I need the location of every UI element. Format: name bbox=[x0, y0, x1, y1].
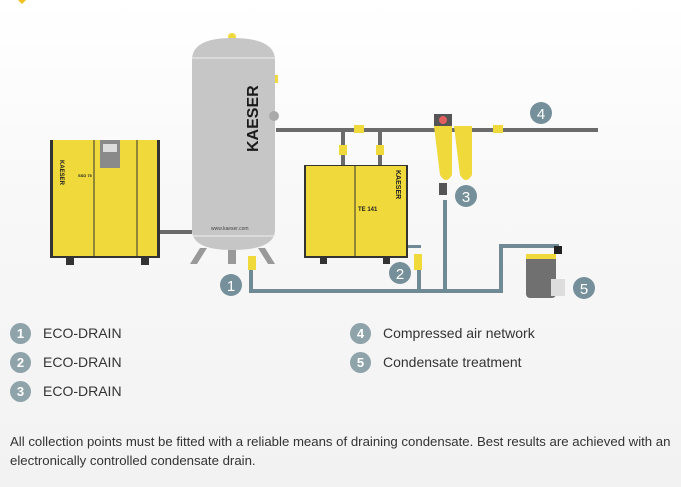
svg-text:3: 3 bbox=[462, 189, 470, 206]
marker-3: 3 bbox=[455, 185, 477, 207]
compressed-air-system-diagram: KAESER SSD 75 KAESER www.kaeser.com TE 1… bbox=[18, 0, 598, 299]
legend-item: 1 ECO-DRAIN bbox=[10, 322, 122, 344]
compressor-model: SSD 75 bbox=[78, 173, 93, 178]
condensate-treatment-unit bbox=[526, 246, 565, 298]
legend-item: 5 Condensate treatment bbox=[350, 351, 522, 373]
svg-text:1: 1 bbox=[227, 278, 235, 295]
svg-text:2: 2 bbox=[396, 266, 404, 283]
legend-badge: 1 bbox=[10, 322, 31, 344]
marker-5: 5 bbox=[573, 277, 595, 299]
dryer-model: TE 141 bbox=[358, 207, 378, 213]
compressed-air-filters bbox=[434, 114, 472, 195]
legend-item: 2 ECO-DRAIN bbox=[10, 351, 122, 373]
legend-badge: 3 bbox=[10, 380, 31, 402]
tank-url: www.kaeser.com bbox=[211, 226, 249, 232]
legend-item: 4 Compressed air network bbox=[350, 322, 535, 344]
legend-label: ECO-DRAIN bbox=[43, 354, 122, 370]
svg-text:5: 5 bbox=[580, 281, 588, 298]
legend-item: 3 ECO-DRAIN bbox=[10, 380, 122, 402]
marker-4: 4 bbox=[530, 102, 552, 124]
corner-marker-icon bbox=[18, 0, 26, 4]
air-receiver-tank: KAESER www.kaeser.com bbox=[190, 33, 279, 264]
legend-label: ECO-DRAIN bbox=[43, 325, 122, 341]
valve-icon bbox=[339, 125, 503, 155]
marker-2: 2 bbox=[389, 262, 411, 284]
compressor-brand: KAESER bbox=[58, 160, 64, 186]
description-text: All collection points must be fitted wit… bbox=[10, 434, 671, 468]
dryer-brand: KAESER bbox=[394, 170, 401, 199]
marker-1: 1 bbox=[220, 274, 242, 296]
legend-label: Compressed air network bbox=[383, 325, 535, 341]
eco-drain-device bbox=[248, 254, 422, 270]
drain-pipe bbox=[249, 200, 559, 293]
refrigeration-dryer: TE 141 KAESER bbox=[304, 165, 408, 264]
legend-badge: 2 bbox=[10, 351, 31, 373]
legend-label: Condensate treatment bbox=[383, 354, 522, 370]
legend-badge: 5 bbox=[350, 351, 371, 373]
legend-badge: 4 bbox=[350, 322, 371, 344]
compressor-unit: KAESER SSD 75 bbox=[50, 140, 160, 265]
svg-text:4: 4 bbox=[537, 106, 545, 123]
tank-brand: KAESER bbox=[245, 85, 262, 152]
legend-label: ECO-DRAIN bbox=[43, 383, 122, 399]
